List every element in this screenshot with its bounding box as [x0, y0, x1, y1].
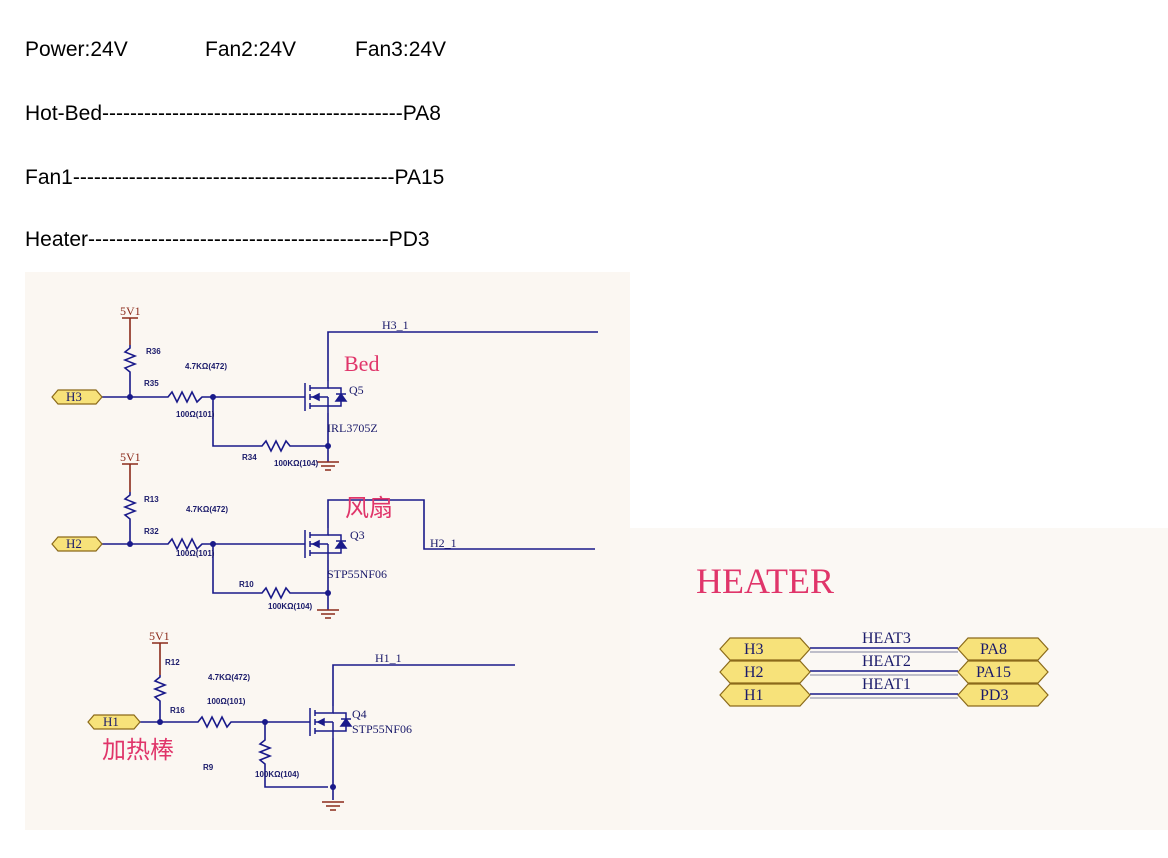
mosfet-q4-icon: [309, 705, 352, 739]
power-label: Power:24V: [25, 38, 128, 61]
resistor-label: R35: [144, 379, 159, 388]
heater-right-pin: PA15: [976, 664, 1011, 681]
mosfet-part: IRL3705Z: [327, 421, 378, 435]
heater-image-bg: [630, 528, 1168, 830]
heater-net-label: HEAT1: [862, 676, 911, 693]
resistor-value: 100KΩ(104): [268, 602, 313, 611]
fan2-label: Fan2:24V: [205, 38, 297, 61]
supply-label: 5V1: [149, 629, 170, 643]
resistor-value: 100Ω(101): [176, 410, 215, 419]
connector-h1: [87, 714, 141, 730]
mosfet-part: STP55NF06: [327, 567, 387, 581]
mosfet-label: Q4: [352, 707, 367, 721]
pin-map-fan1: Fan1------------------------------------…: [25, 166, 445, 189]
junction-dots: [127, 394, 336, 790]
heater-left-pin: H1: [744, 687, 764, 704]
connector-h3: [51, 389, 103, 405]
ground-icon: [316, 609, 340, 619]
output-net-label: H2_1: [430, 536, 457, 550]
pin-map-heater: Heater----------------------------------…: [25, 228, 430, 251]
resistor-label: R10: [239, 580, 254, 589]
output-net-label: H1_1: [375, 651, 402, 665]
resistor-label: R16: [170, 706, 185, 715]
resistor-value: 100KΩ(104): [274, 459, 319, 468]
resistor-label: R34: [242, 453, 257, 462]
pin-map-hotbed: Hot-Bed---------------------------------…: [25, 102, 441, 125]
output-net-label: H3_1: [382, 318, 409, 332]
resistor-label: R13: [144, 495, 159, 504]
resistor-label: R9: [203, 763, 214, 772]
resistor-label: R36: [146, 347, 161, 356]
connector-h2: [51, 536, 103, 552]
fan3-label: Fan3:24V: [355, 38, 447, 61]
resistor-label: R12: [165, 658, 180, 667]
resistor-label: R32: [144, 527, 159, 536]
resistor-value: 4.7KΩ(472): [185, 362, 227, 371]
heater-left-pin: H3: [744, 641, 764, 658]
power-spec: Power:24V Fan2:24V Fan3:24V: [25, 38, 446, 62]
input-label: H1: [103, 714, 119, 729]
mosfet-label: Q3: [350, 528, 365, 542]
supply-label: 5V1: [120, 304, 141, 318]
resistor-value: 4.7KΩ(472): [208, 673, 250, 682]
circuit-title: 加热棒: [102, 737, 174, 764]
input-label: H3: [66, 389, 82, 404]
heater-net-label: HEAT3: [862, 630, 911, 647]
resistor-value: 100Ω(101): [176, 549, 215, 558]
mosfet-q3-icon: [304, 527, 347, 561]
ground-icon: [321, 801, 345, 811]
mosfet-q5-icon: [304, 380, 347, 414]
mosfet-label: Q5: [349, 383, 364, 397]
supply-label: 5V1: [120, 450, 141, 464]
heater-left-pin: H2: [744, 664, 764, 681]
heater-right-pin: PD3: [980, 687, 1008, 704]
heater-right-pin: PA8: [980, 641, 1007, 658]
heater-title: HEATER: [696, 561, 834, 601]
ground-icon: [316, 461, 340, 471]
resistor-value: 100Ω(101): [207, 697, 246, 706]
mosfet-part: STP55NF06: [352, 722, 412, 736]
circuit-title: Bed: [344, 351, 379, 376]
circuit-title: 风扇: [345, 495, 393, 522]
resistor-value: 4.7KΩ(472): [186, 505, 228, 514]
input-label: H2: [66, 536, 82, 551]
heater-net-label: HEAT2: [862, 653, 911, 670]
resistor-value: 100KΩ(104): [255, 770, 300, 779]
